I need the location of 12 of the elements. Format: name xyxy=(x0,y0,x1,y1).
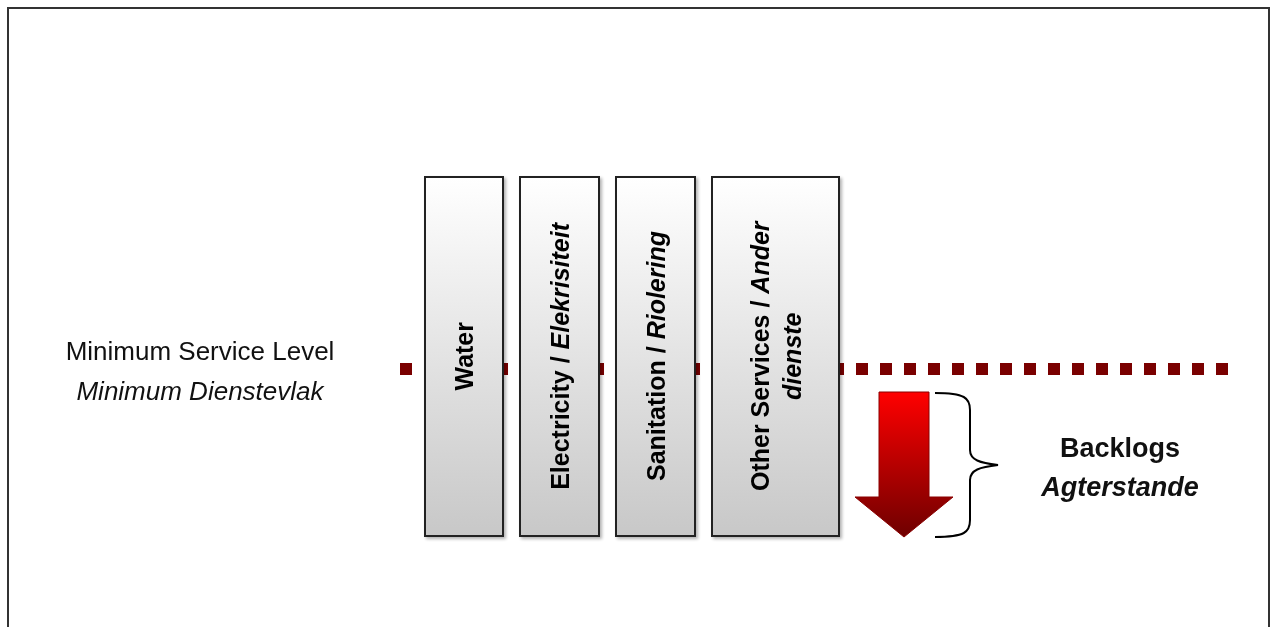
service-bar xyxy=(615,176,696,537)
service-label: Sanitation / Riolering xyxy=(640,231,671,482)
backlogs-label: Agterstande xyxy=(1041,470,1199,504)
backlogs-label: Backlogs xyxy=(1059,431,1181,465)
service-label: Electricity / Elekrisiteit xyxy=(544,223,575,490)
service-label: Other Services / Ander dienste xyxy=(744,220,807,494)
service-bar xyxy=(519,176,600,537)
service-bar xyxy=(711,176,840,537)
service-bar xyxy=(424,176,504,537)
service-level-label: Minimum Service Level xyxy=(65,334,335,368)
service-level-label: Minimum Dienstevlak xyxy=(76,374,324,408)
service-label: Water xyxy=(449,322,479,391)
